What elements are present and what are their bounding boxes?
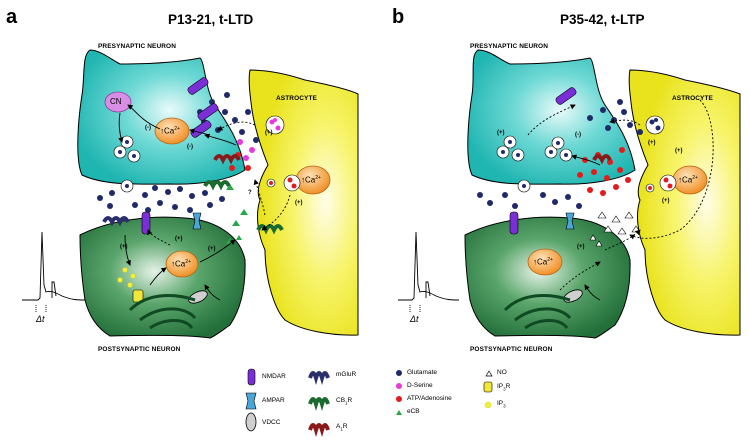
cn-label: CN <box>110 97 122 106</box>
legend-a1r: A1R <box>336 423 348 432</box>
glutamate-cleft-a <box>97 92 259 213</box>
legend-cb1r: CB1R <box>336 397 353 406</box>
plus-label-a2: (+) <box>295 200 303 206</box>
atp-b <box>577 147 631 196</box>
panel-a <box>22 49 359 339</box>
presynaptic-neuron-b <box>467 49 636 185</box>
plus-label-a1: (+) <box>265 130 273 136</box>
legend-vdcc-icon <box>245 412 257 432</box>
plus-label-a3: (+) <box>120 244 128 250</box>
plus-label-a5: (+) <box>208 246 216 252</box>
legend-no: NO <box>497 369 507 376</box>
presynaptic-neuron-a <box>77 49 246 185</box>
minus-label-b1: (-) <box>575 132 581 138</box>
legend-cb1r-icon <box>308 397 330 411</box>
panel-title-a: P13-21, t-LTD <box>168 12 254 27</box>
ca-label-post-a: ↑Ca2+ <box>171 259 191 269</box>
panel-title-b: P35-42, t-LTP <box>560 12 645 27</box>
legend-ampar-icon <box>245 392 257 410</box>
minus-label-a1: (-) <box>145 125 151 131</box>
arrows-b <box>527 99 714 301</box>
panel-letter-a: a <box>6 6 18 28</box>
er-folds-b <box>503 294 572 330</box>
legend-a1r-icon <box>308 423 330 437</box>
legend-dserine-icon <box>396 383 402 389</box>
legend-ip3: IP3 <box>497 400 506 409</box>
ip3-a <box>117 267 136 288</box>
astrocyte-label-b: ASTROCYTE <box>672 95 713 102</box>
calcium-post-b <box>527 248 563 276</box>
minus-label-a2: (-) <box>187 144 193 150</box>
postsynaptic-label-b: POSTSYNAPTIC NEURON <box>470 346 553 353</box>
question-label-a: ? <box>248 190 252 196</box>
legend-ecb-icon <box>396 410 402 415</box>
legend-vdcc: VDCC <box>262 419 281 426</box>
presynaptic-label-b: PRESYNAPTIC NEURON <box>470 43 549 50</box>
postsynaptic-label-a: POSTSYNAPTIC NEURON <box>98 346 181 353</box>
legend-atp: ATP/Adenosine <box>407 395 452 402</box>
legend-mglur-icon <box>308 371 330 385</box>
dt-label-b: Δt <box>410 314 419 324</box>
panel-b <box>398 49 741 339</box>
plus-label-b4: (+) <box>662 198 670 204</box>
calcium-pre-a <box>154 117 190 145</box>
legend-icons <box>245 368 493 437</box>
legend-glutamate-icon <box>396 370 402 376</box>
er-folds-a <box>128 294 197 330</box>
astrocyte-a <box>248 69 359 336</box>
legend-ip3r-icon <box>483 381 493 393</box>
presynaptic-label-a: PRESYNAPTIC NEURON <box>98 43 177 50</box>
plus-label-a4: (+) <box>175 236 183 242</box>
calcium-post-a <box>165 250 199 278</box>
arrows-a <box>118 104 291 301</box>
astrocyte-b <box>628 69 741 336</box>
plus-label-b1: (+) <box>497 130 505 136</box>
postsynaptic-neuron-a <box>79 216 246 339</box>
ca-label-astro-a: ↑Ca2+ <box>301 175 321 185</box>
spike-trace-a <box>22 231 86 312</box>
receptors-b <box>509 87 612 303</box>
cn-blob <box>104 91 132 113</box>
plus-label-b2: (+) <box>648 140 656 146</box>
ca-label-astro-b: ↑Ca2+ <box>678 175 698 185</box>
legend-no-icon <box>485 370 493 377</box>
plus-label-b3: (+) <box>675 148 683 154</box>
ca-label-post-b: ↑Ca2+ <box>533 257 553 267</box>
dserine-a <box>237 139 255 161</box>
legend-ip3-icon <box>484 401 492 409</box>
legend-ampar: AMPAR <box>262 397 285 404</box>
legend-ecb: eCB <box>407 408 420 415</box>
spike-trace-b <box>398 231 460 312</box>
legend-nmdar-icon <box>247 368 256 386</box>
legend-atp-icon <box>396 396 402 402</box>
dt-label-a: Δt <box>36 314 45 324</box>
panel-letter-b: b <box>392 6 405 28</box>
receptors-a <box>102 77 284 304</box>
legend-glutamate: Glutamate <box>407 369 437 376</box>
ca-label-pre-a: ↑Ca2+ <box>160 126 180 136</box>
legend-ip3r: IP3R <box>497 383 511 392</box>
plus-label-b5: (+) <box>577 244 585 250</box>
legend-nmdar: NMDAR <box>262 373 286 380</box>
astrocyte-label-a: ASTROCYTE <box>276 95 317 102</box>
legend-dserine: D-Serine <box>407 382 433 389</box>
legend-mglur: mGluR <box>336 371 357 378</box>
